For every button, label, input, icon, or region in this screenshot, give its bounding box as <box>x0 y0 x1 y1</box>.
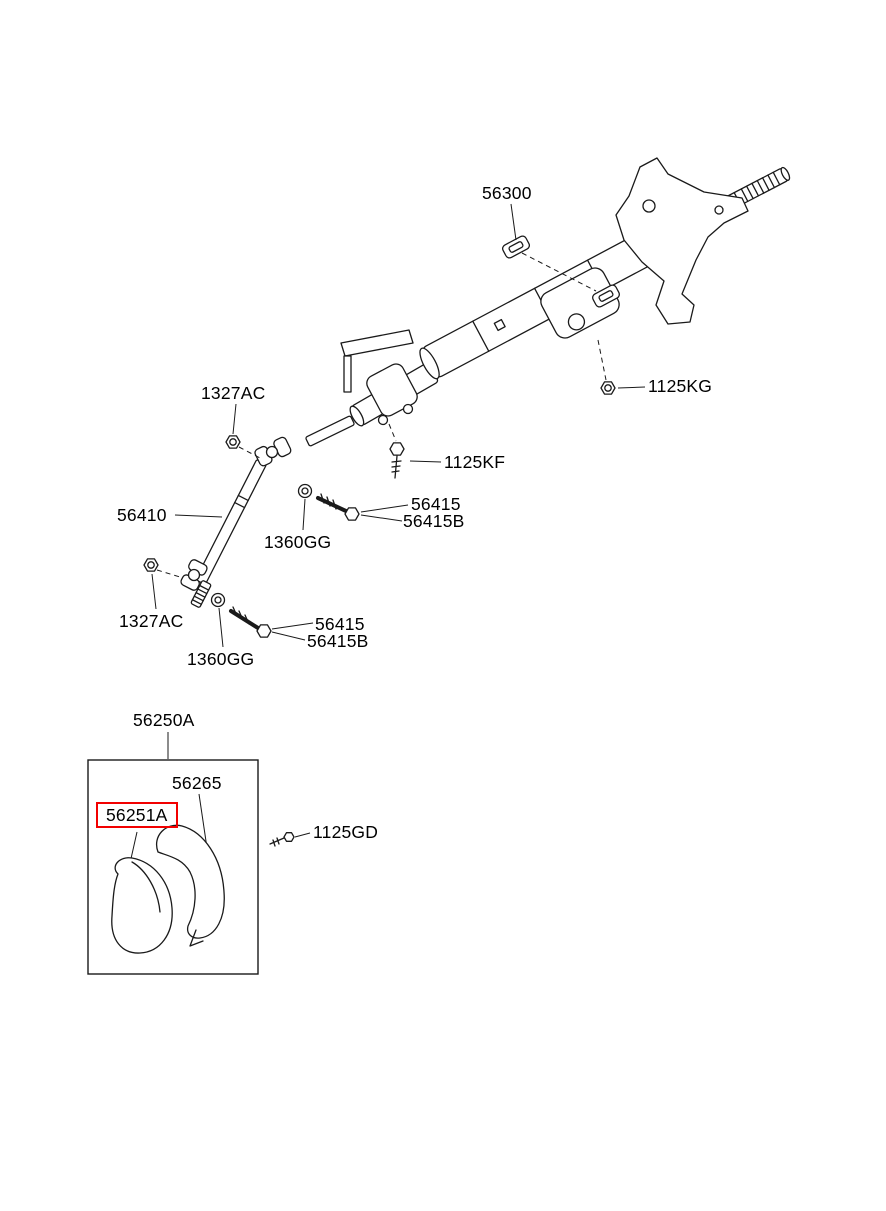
bolt-1125gd-icon <box>269 832 295 847</box>
part-label-56410[interactable]: 56410 <box>117 505 167 525</box>
part-label-56250a[interactable]: 56250A <box>133 710 195 730</box>
column-clamp-lower <box>591 284 621 308</box>
nut-1125kg-icon <box>600 381 616 395</box>
part-label-56251a-highlighted[interactable]: 56251A <box>96 802 178 828</box>
shaft-splined-stub <box>190 580 212 608</box>
nut-1327ac-lower-icon <box>143 558 159 572</box>
part-label-1125gd[interactable]: 1125GD <box>313 822 379 842</box>
part-label-1125kg[interactable]: 1125KG <box>648 376 713 396</box>
part-label-1360gg-upper[interactable]: 1360GG <box>264 532 332 552</box>
cover-56265-shape <box>156 824 225 947</box>
part-label-56415b-lower[interactable]: 56415B <box>307 631 369 651</box>
fasteners <box>143 381 616 847</box>
cover-56251a-shape <box>111 857 173 954</box>
part-label-1327ac-lower[interactable]: 1327AC <box>119 611 184 631</box>
washer-1360gg-upper-icon <box>297 483 313 499</box>
part-label-1125kf[interactable]: 1125KF <box>444 452 506 472</box>
part-label-1327ac-upper[interactable]: 1327AC <box>201 383 266 403</box>
nut-1327ac-upper-icon <box>225 435 241 449</box>
part-label-56300[interactable]: 56300 <box>482 183 532 203</box>
steering-column-assembly <box>180 157 791 608</box>
cover-assembly-box <box>87 759 259 975</box>
assembly-dashed-lines <box>156 252 607 578</box>
lower-universal-joint <box>180 559 208 591</box>
washer-1360gg-lower-icon <box>210 592 226 608</box>
lower-connecting-shaft <box>305 415 355 447</box>
part-label-1360gg-lower[interactable]: 1360GG <box>187 649 255 669</box>
column-clamp-upper <box>501 235 531 259</box>
upper-universal-joint <box>254 436 292 467</box>
bolt-56415-lower-icon <box>229 606 272 638</box>
part-label-56415b-upper[interactable]: 56415B <box>403 511 465 531</box>
mid-housing <box>540 267 620 339</box>
intermediate-shaft <box>180 436 292 608</box>
upper-mounting-bracket <box>615 157 749 325</box>
part-label-56415-upper[interactable]: 56415 <box>411 494 461 514</box>
lower-support-bracket <box>340 329 418 426</box>
part-label-56265[interactable]: 56265 <box>172 773 222 793</box>
bolt-56415-upper-icon <box>316 493 360 521</box>
part-label-56415-lower[interactable]: 56415 <box>315 614 365 634</box>
bolt-1125kf-icon <box>389 442 405 479</box>
